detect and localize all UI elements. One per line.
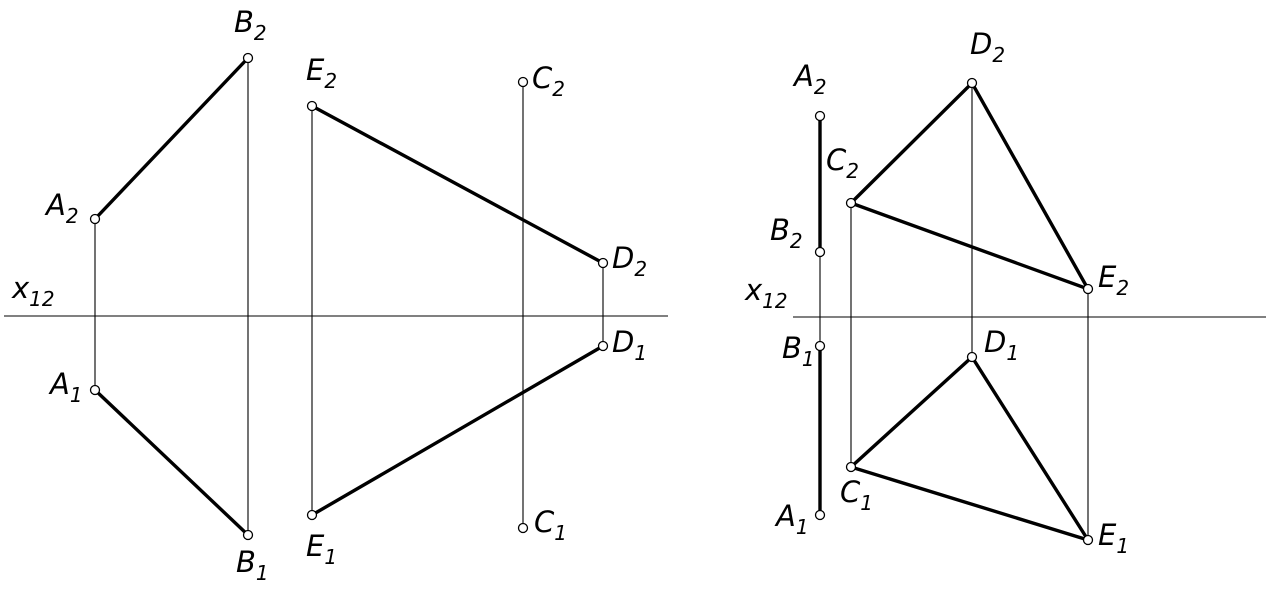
left-label-a2: A2 [44, 188, 79, 228]
right-point-e1 [1082, 534, 1094, 546]
right-label-e2: E2 [1098, 260, 1129, 300]
left-point-c2 [517, 76, 529, 88]
left-segment-a1b1 [93, 388, 250, 537]
right-label-a1: A1 [774, 499, 809, 539]
left-point-e1 [306, 509, 318, 521]
left-label-e2: E2 [306, 53, 337, 93]
right-point-b1 [814, 340, 826, 352]
left-point-a1 [89, 384, 101, 396]
left-point-c1 [517, 522, 529, 534]
right-point-c1 [845, 461, 857, 473]
right-triangle-cde2 [849, 80, 1092, 293]
right-point-d1 [966, 351, 978, 363]
right-triangle-cde1 [849, 354, 1092, 543]
right-point-e2 [1082, 283, 1094, 295]
right-label-c1: C1 [840, 475, 873, 515]
left-point-e2 [306, 100, 318, 112]
right-label-b1: B1 [782, 331, 815, 371]
right-point-a1 [814, 509, 826, 521]
left-label-a1: A1 [48, 367, 83, 407]
right-label-b2: B2 [770, 213, 803, 253]
left-segment-e1d1 [310, 344, 605, 517]
right-label-e1: E1 [1098, 518, 1129, 558]
right-point-d2 [966, 77, 978, 89]
right-axis-label: x12 [744, 273, 788, 313]
left-point-b2 [242, 52, 254, 64]
right-label-a2: A2 [792, 59, 827, 99]
right-point-c2 [845, 197, 857, 209]
left-point-d2 [597, 257, 609, 269]
left-point-b1 [242, 529, 254, 541]
left-figure: x12 A2 B2 E2 C2 D2 A1 B1 E1 C1 D1 [4, 5, 668, 585]
left-label-d2: D2 [612, 241, 647, 281]
left-label-b2: B2 [234, 5, 267, 45]
left-point-a2 [89, 213, 101, 225]
left-axis-label: x12 [11, 271, 55, 311]
left-point-d1 [597, 340, 609, 352]
left-label-b1: B1 [236, 545, 269, 585]
left-label-d1: D1 [612, 325, 647, 365]
left-segment-e2d2 [310, 104, 605, 265]
right-label-d2: D2 [970, 27, 1005, 67]
left-label-e1: E1 [306, 529, 337, 569]
right-point-b2 [814, 246, 826, 258]
right-figure: x12 A2 B2 C2 D2 E2 A1 B1 C1 D1 E1 [744, 27, 1266, 558]
right-label-c2: C2 [826, 143, 859, 183]
right-label-d1: D1 [984, 325, 1019, 365]
right-point-a2 [814, 110, 826, 122]
left-segment-a2b2 [93, 56, 250, 221]
left-label-c1: C1 [534, 505, 567, 545]
left-label-c2: C2 [532, 61, 565, 101]
